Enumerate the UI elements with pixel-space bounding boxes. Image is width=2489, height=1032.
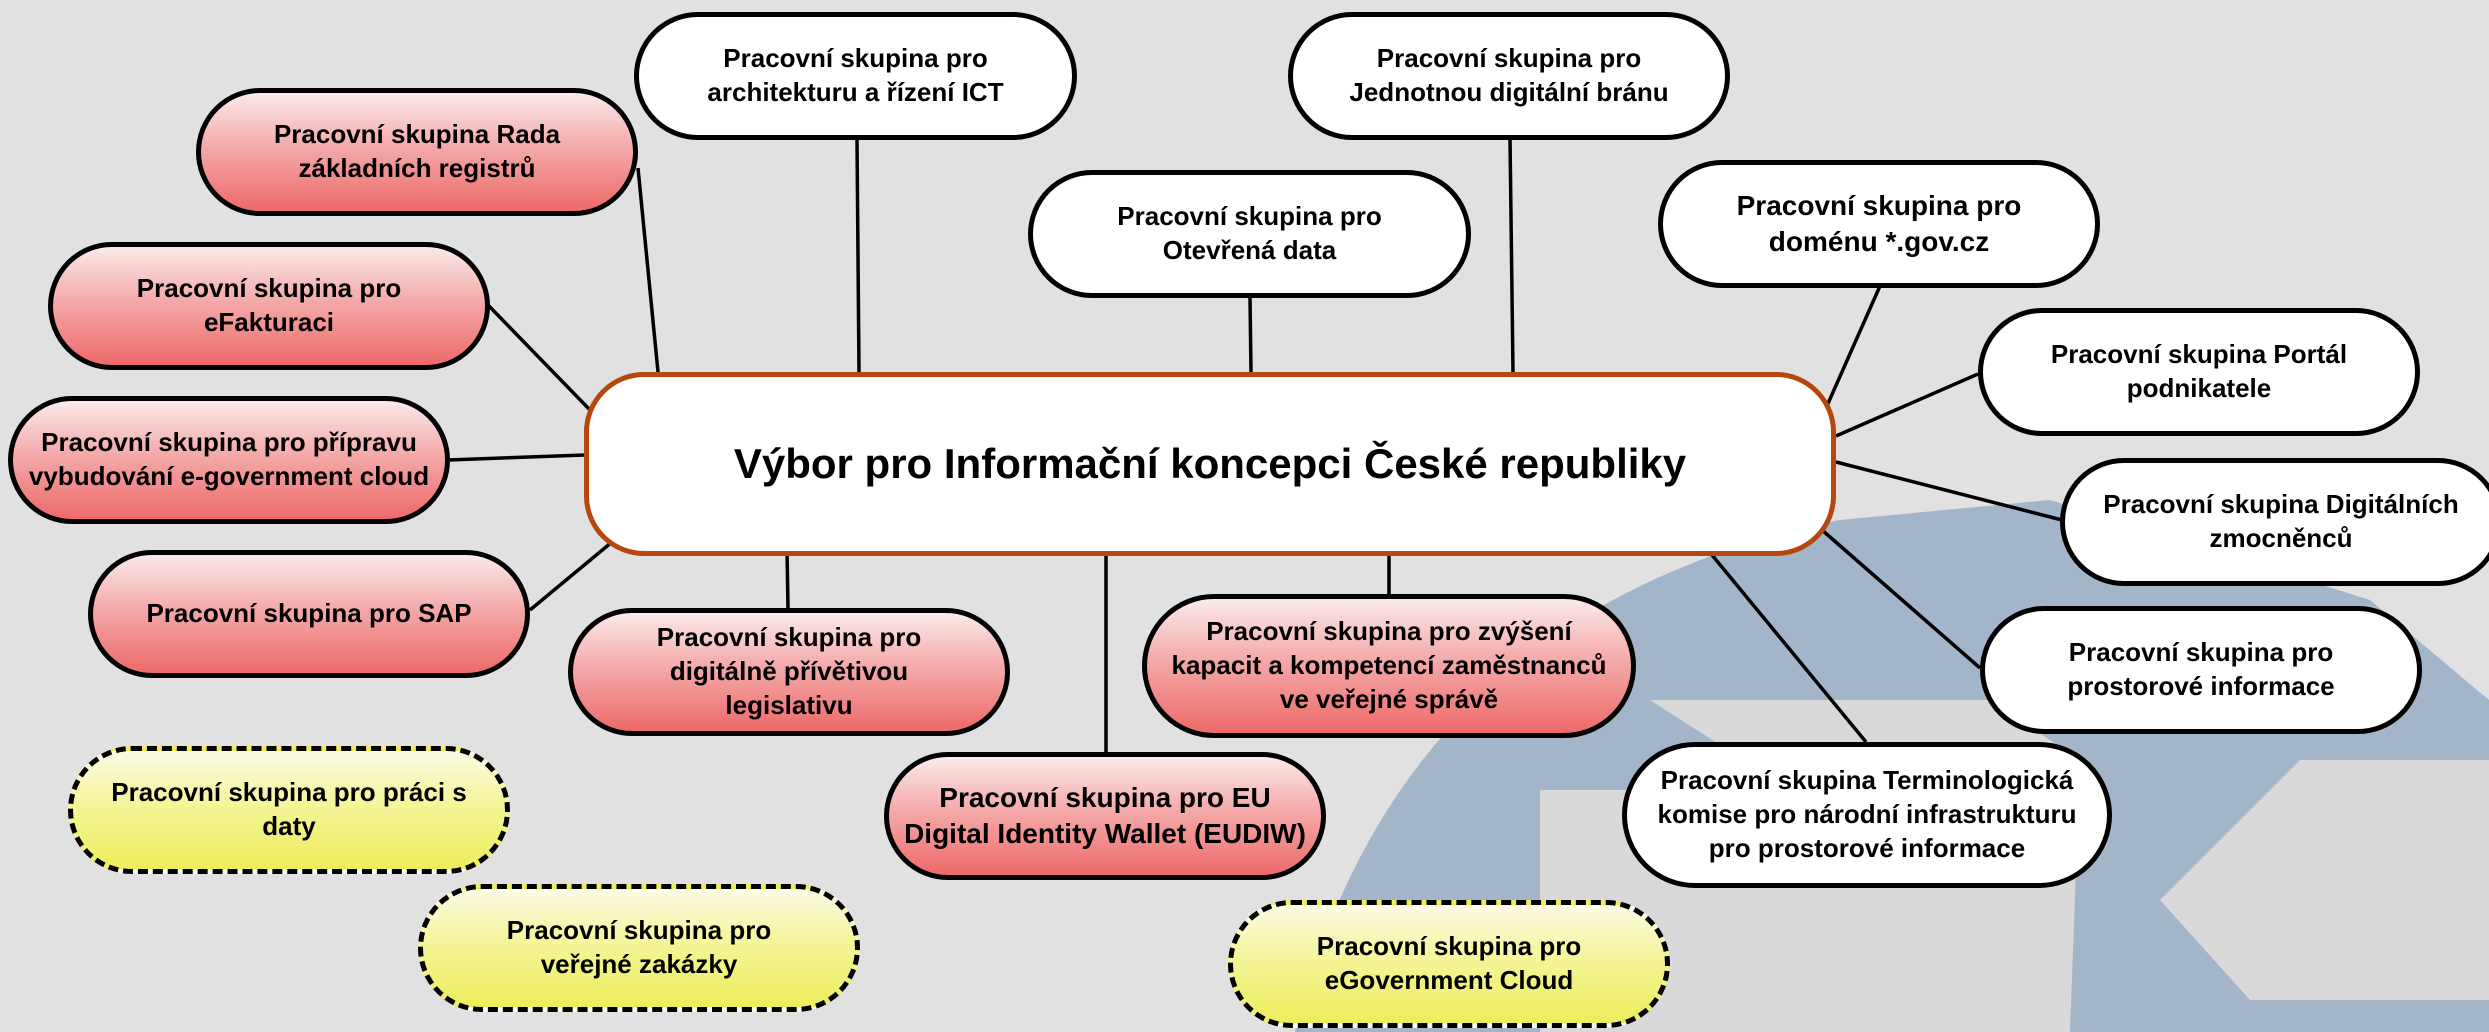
connector-otevrena-data xyxy=(1248,297,1253,373)
node-label: Pracovní skupina pro doménu *.gov.cz xyxy=(1736,189,2022,257)
node-label: Pracovní skupina pro Otevřená data xyxy=(1117,201,1382,265)
node-kompetence: Pracovní skupina pro zvýšení kapacit a k… xyxy=(1142,594,1636,738)
node-label: Pracovní skupina pro architekturu a říze… xyxy=(707,43,1004,107)
connector-jednotna-brana xyxy=(1508,137,1515,373)
connector-prostorove xyxy=(1820,528,1982,670)
center-node-label: Výbor pro Informační koncepci České repu… xyxy=(733,439,1687,487)
node-prace-s-daty: Pracovní skupina pro práci s daty xyxy=(68,746,510,874)
node-gov-cz: Pracovní skupina pro doménu *.gov.cz xyxy=(1658,160,2100,288)
node-efakturace: Pracovní skupina pro eFakturaci xyxy=(48,242,490,370)
node-egov-cloud-priprava: Pracovní skupina pro přípravu vybudování… xyxy=(8,396,450,524)
node-zakazky: Pracovní skupina pro veřejné zakázky xyxy=(418,884,860,1012)
node-jednotna-brana: Pracovní skupina pro Jednotnou digitální… xyxy=(1288,12,1730,140)
node-label: Pracovní skupina Portál podnikatele xyxy=(2050,339,2348,403)
node-otevrena-data: Pracovní skupina pro Otevřená data xyxy=(1028,170,1471,298)
connector-efakturace xyxy=(486,303,592,412)
connector-legislativa xyxy=(785,549,790,609)
node-zmocnenci: Pracovní skupina Digitálních zmocněnců xyxy=(2060,458,2489,586)
node-label: Pracovní skupina pro EU Digital Identity… xyxy=(904,781,1306,849)
node-label: Pracovní skupina pro práci s daty xyxy=(111,777,467,841)
node-label: Pracovní skupina pro prostorové informac… xyxy=(2067,637,2335,701)
watermark-arrow-shape-2 xyxy=(2160,760,2489,1000)
node-label: Pracovní skupina Terminologická komise p… xyxy=(1657,765,2077,863)
connector-portal xyxy=(1835,372,1979,438)
connector-sap xyxy=(528,540,614,612)
node-label: Pracovní skupina pro Jednotnou digitální… xyxy=(1349,43,1669,107)
node-label: Pracovní skupina pro eFakturaci xyxy=(136,273,402,337)
node-sap: Pracovní skupina pro SAP xyxy=(88,550,530,678)
node-label: Pracovní skupina Rada základních registr… xyxy=(273,119,561,183)
node-terminologicka: Pracovní skupina Terminologická komise p… xyxy=(1622,742,2112,888)
node-label: Pracovní skupina pro přípravu vybudování… xyxy=(28,427,430,491)
connector-rada-registru xyxy=(636,167,660,373)
node-label: Pracovní skupina pro zvýšení kapacit a k… xyxy=(1171,616,1607,714)
connector-zmocnenci xyxy=(1835,460,2063,522)
connector-egov-cloud-priprava xyxy=(447,453,586,462)
connector-terminologicka xyxy=(1710,553,1868,744)
node-legislativa: Pracovní skupina pro digitálně přívětivo… xyxy=(568,608,1010,736)
node-prostorove: Pracovní skupina pro prostorové informac… xyxy=(1980,606,2422,734)
node-label: Pracovní skupina pro SAP xyxy=(146,598,472,629)
node-label: Pracovní skupina pro veřejné zakázky xyxy=(506,915,772,979)
node-architektura: Pracovní skupina pro architekturu a říze… xyxy=(634,12,1077,140)
node-label: Pracovní skupina Digitálních zmocněnců xyxy=(2103,489,2459,553)
node-rada-registru: Pracovní skupina Rada základních registr… xyxy=(196,88,638,216)
node-eudiw: Pracovní skupina pro EU Digital Identity… xyxy=(884,752,1326,880)
connector-architektura xyxy=(855,139,861,373)
connector-gov-cz xyxy=(1824,285,1882,409)
node-label: Pracovní skupina pro digitálně přívětivo… xyxy=(656,622,922,720)
node-portal: Pracovní skupina Portál podnikatele xyxy=(1978,308,2420,436)
center-node-vybor: Výbor pro Informační koncepci České repu… xyxy=(584,372,1836,556)
node-label: Pracovní skupina pro eGovernment Cloud xyxy=(1316,931,1582,995)
node-egov-cloud: Pracovní skupina pro eGovernment Cloud xyxy=(1228,900,1670,1028)
